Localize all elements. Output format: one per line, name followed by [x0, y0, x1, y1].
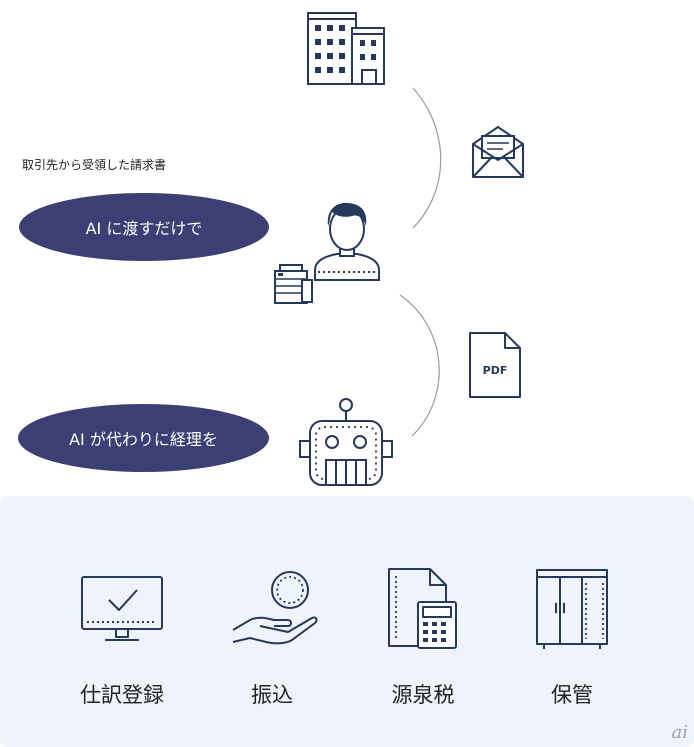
- tool-label-transfer: 振込: [251, 683, 293, 707]
- document-calculator-icon: [388, 568, 457, 649]
- tool-label-withholding-tax: 源泉税: [391, 683, 455, 707]
- watermark-logo: ai: [671, 722, 689, 743]
- cabinet-icon: [536, 569, 608, 649]
- building-icon: [307, 12, 385, 85]
- ai-tasks-panel: [0, 496, 694, 747]
- person-icon: [314, 202, 380, 281]
- printer-icon: [274, 264, 313, 304]
- pdf-document-icon: PDF: [469, 332, 521, 398]
- pdf-badge: PDF: [483, 364, 508, 377]
- step-label: AI に渡すだけで: [85, 219, 203, 238]
- tool-label-storage: 保管: [551, 683, 593, 707]
- tool-label-journal-entry: 仕訳登録: [80, 683, 164, 707]
- step-pill-hand-to-ai: AI に渡すだけで: [19, 193, 269, 261]
- monitor-check-icon: [81, 576, 163, 641]
- invoice-caption: 取引先から受領した請求書: [22, 158, 167, 172]
- robot-icon: [299, 398, 393, 486]
- hand-coin-icon: [232, 571, 318, 645]
- step-pill-ai-does-accounting: AI が代わりに経理を: [18, 404, 269, 472]
- flow-arcs: [399, 87, 442, 437]
- step-label: AI が代わりに経理を: [69, 430, 218, 449]
- envelope-icon: [472, 126, 524, 178]
